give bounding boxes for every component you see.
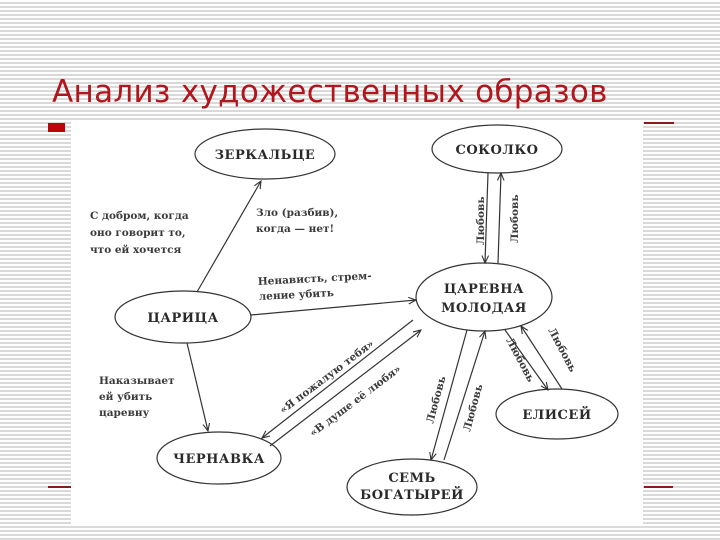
node-tsarevna: [415, 262, 553, 332]
node-label-elisey: ЕЛИСЕЙ: [522, 406, 591, 423]
node-label-bogatyri-2: БОГАТЫРЕЙ: [360, 486, 464, 503]
edge-label-quote-upper: «Я пожалую тебя»: [278, 338, 377, 417]
svg-text:С добром, когда: С добром, когда: [90, 210, 189, 222]
title-accent-square: [48, 123, 65, 132]
node-label-chernavka: ЧЕРНАВКА: [173, 452, 265, 467]
node-label-tsarevna-2: МОЛОДАЯ: [441, 301, 527, 316]
svg-text:Ненависть, стрем-: Ненависть, стрем-: [258, 270, 372, 288]
node-label-bogatyri-1: СЕМЬ: [388, 471, 435, 486]
edge-tsarevna-bogatyri: [431, 329, 468, 460]
diagram-image-panel: [71, 120, 643, 525]
edge-label-love-sokolko-1: Любовь: [475, 197, 487, 245]
edge-label-love-sokolko-2: Любовь: [509, 195, 521, 243]
edge-label-love-elisey-2: Любовь: [545, 326, 578, 374]
edge-sokolko-tsarevna: [485, 172, 488, 263]
svg-text:Наказывает: Наказывает: [99, 375, 175, 387]
svg-text:когда — нет!: когда — нет!: [256, 223, 334, 235]
edge-label-love-bogatyri-2: Любовь: [461, 383, 485, 433]
edge-tsarevna-sokolko: [498, 173, 501, 264]
node-chernavka: [156, 431, 282, 485]
edge-tsaritsa-tsarevna: [250, 300, 416, 316]
footer-accent-line-left: [48, 486, 71, 488]
edge-label-tsaritsa-chernavka: Наказывает ей убить царевну: [99, 375, 175, 419]
node-label-tsarevna-1: ЦАРЕВНА: [444, 282, 524, 297]
svg-text:оно говорит то,: оно говорит то,: [90, 227, 186, 239]
edge-label-tsaritsa-tsarevna: Ненависть, стрем- ление убить: [258, 270, 372, 303]
node-zerkaltse: [194, 128, 336, 180]
edge-tsarevna-elisey: [504, 329, 548, 390]
node-label-sokolko: СОКОЛКО: [456, 143, 539, 158]
edge-tsaritsa-zerkaltse: [196, 181, 261, 293]
node-elisey: [495, 388, 619, 440]
edge-label-love-bogatyri-1: Любовь: [424, 375, 448, 425]
svg-text:ление убить: ление убить: [259, 287, 335, 303]
edge-label-tsaritsa-zerkaltse-good: С добром, когда оно говорит то, что ей х…: [90, 210, 189, 256]
footer-accent-line-right: [644, 486, 673, 488]
edge-chernavka-tsarevna: [269, 330, 421, 447]
node-tsaritsa: [114, 290, 252, 344]
edge-bogatyri-tsarevna: [443, 331, 485, 461]
edge-tsarevna-chernavka: [262, 319, 414, 438]
edge-tsaritsa-chernavka: [186, 342, 208, 431]
svg-text:Зло (разбив),: Зло (разбив),: [256, 207, 338, 219]
svg-text:царевну: царевну: [99, 407, 150, 419]
node-bogatyri: [346, 458, 478, 516]
edge-elisey-tsarevna: [521, 326, 563, 390]
svg-text:что ей хочется: что ей хочется: [90, 244, 182, 256]
node-label-zerkaltse: ЗЕРКАЛЬЦЕ: [215, 148, 316, 163]
title-accent-line-right: [644, 122, 674, 124]
slide-title: Анализ художественных образов: [52, 74, 608, 110]
svg-text:ей убить: ей убить: [99, 391, 152, 403]
background-strip: [0, 524, 720, 540]
edge-label-tsaritsa-zerkaltse-evil: Зло (разбив), когда — нет!: [256, 207, 338, 235]
node-label-tsaritsa: ЦАРИЦА: [147, 311, 218, 326]
